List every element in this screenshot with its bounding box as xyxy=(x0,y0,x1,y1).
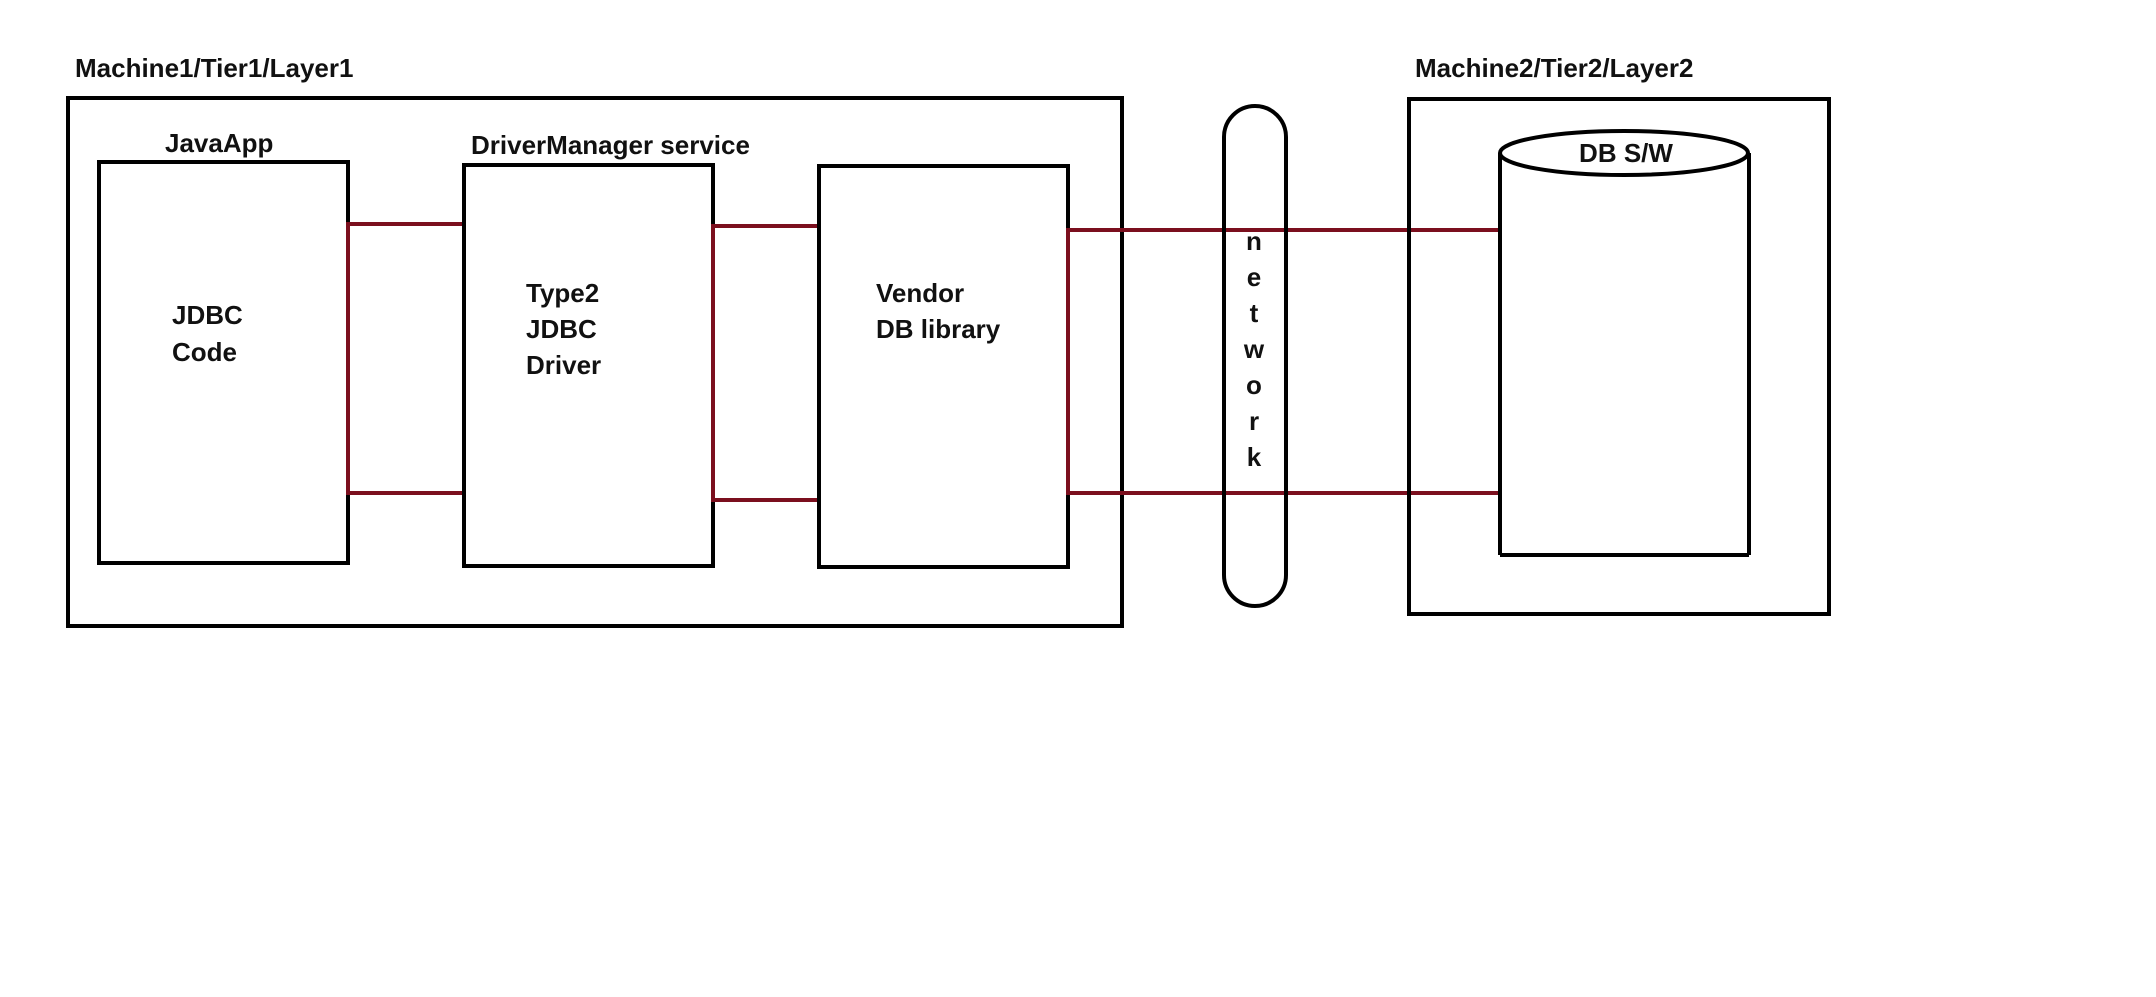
database-cylinder xyxy=(1498,129,1751,557)
java-app-line-1: JDBC xyxy=(172,300,243,330)
network-letter-o: o xyxy=(1246,370,1262,400)
connector-java-to-driver xyxy=(346,222,466,495)
network-letter-t: t xyxy=(1250,298,1259,328)
network-letter-w: w xyxy=(1243,334,1265,364)
database-title: DB S/W xyxy=(1579,138,1673,168)
network-letter-n: n xyxy=(1246,226,1262,256)
machine2-title: Machine2/Tier2/Layer2 xyxy=(1415,53,1693,83)
vendor-lib-line-2: DB library xyxy=(876,314,1001,344)
driver-manager-title: DriverManager service xyxy=(471,130,750,160)
network-letter-k: k xyxy=(1247,442,1262,472)
java-app-title: JavaApp xyxy=(165,128,273,158)
machine1-title: Machine1/Tier1/Layer1 xyxy=(75,53,353,83)
vendor-lib-line-1: Vendor xyxy=(876,278,964,308)
network-channel xyxy=(1222,104,1288,608)
connector-driver-to-vendor xyxy=(711,224,821,502)
driver-line-1: Type2 xyxy=(526,278,599,308)
network-letter-e: e xyxy=(1247,262,1261,292)
vendor-lib-box xyxy=(817,164,1070,569)
machine2-box xyxy=(1407,97,1831,616)
driver-line-2: JDBC xyxy=(526,314,597,344)
network-label: n e t w o r k xyxy=(1243,226,1265,472)
java-app-line-2: Code xyxy=(172,337,237,367)
driver-line-3: Driver xyxy=(526,350,601,380)
network-letter-r: r xyxy=(1249,406,1259,436)
machine1-box xyxy=(66,96,1124,628)
